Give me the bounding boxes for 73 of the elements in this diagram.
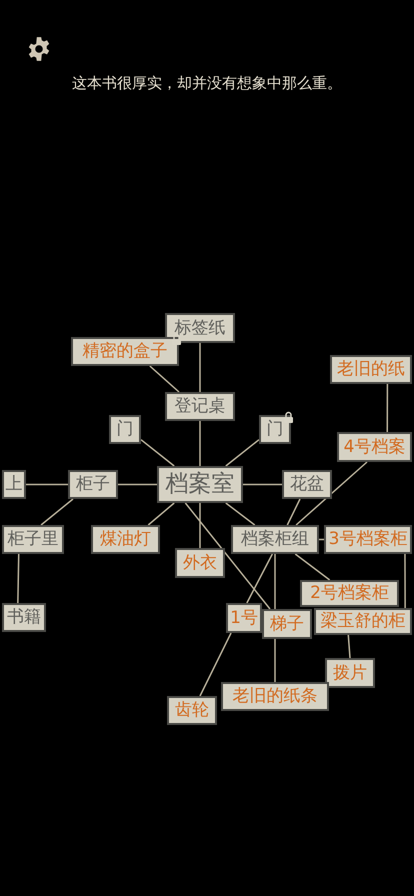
node-label: 标签纸 <box>174 320 226 336</box>
connector-line <box>149 365 180 393</box>
node-label: 1号 <box>230 610 258 626</box>
node-label: 老旧的纸条 <box>232 688 318 705</box>
node-box <box>282 470 332 499</box>
node-label: 登记桌 <box>174 398 226 415</box>
node-box <box>68 470 118 499</box>
node-box <box>300 580 399 607</box>
connector-line <box>118 484 157 486</box>
node-label: 外衣 <box>183 554 217 572</box>
node-label: 2号档案柜 <box>310 585 389 602</box>
node-label: 梁玉舒的柜 <box>320 613 406 630</box>
node-box <box>221 682 329 711</box>
node-box <box>165 392 235 421</box>
connector-line <box>225 502 256 526</box>
node-label: 柜子里 <box>8 531 58 548</box>
node-label: 门 <box>266 421 284 438</box>
node-box <box>337 432 412 462</box>
node-label: 拨片 <box>333 664 367 682</box>
connector-line <box>274 554 276 609</box>
node-box <box>165 313 235 343</box>
connector-line <box>17 554 20 604</box>
connector-line <box>243 484 282 486</box>
node-label: 老旧的纸 <box>337 361 405 378</box>
connector-line <box>348 634 351 658</box>
connector-line <box>199 632 232 696</box>
connector-line <box>199 343 201 392</box>
node-box <box>314 608 412 635</box>
node-box <box>226 603 262 633</box>
node-label: 档案室 <box>166 473 234 496</box>
connector-line <box>199 503 201 548</box>
node-box <box>157 466 243 503</box>
connector-line <box>140 439 175 467</box>
connector-line <box>274 639 276 682</box>
node-label: 花盆 <box>290 476 324 493</box>
node-label: 门 <box>116 421 134 438</box>
connector-line <box>246 554 274 604</box>
node-label: 煤油灯 <box>100 531 151 548</box>
connector-line <box>286 498 301 526</box>
connector-line <box>184 502 271 610</box>
node-label: 柜子 <box>76 476 110 493</box>
node-label: 档案柜组 <box>241 531 309 548</box>
node-box <box>325 658 375 688</box>
node-label: 梯子 <box>270 616 304 632</box>
connector-line <box>40 498 74 526</box>
node-box <box>71 337 179 366</box>
connector-line <box>296 461 368 526</box>
node-label: 齿轮 <box>175 702 209 719</box>
node-box <box>324 525 412 554</box>
node-box <box>109 415 141 444</box>
node-label: 书籍 <box>7 609 41 626</box>
connector-line <box>199 421 201 466</box>
node-box <box>91 525 160 554</box>
node-label: 精密的盒子 <box>82 343 168 360</box>
connector-line <box>225 439 260 467</box>
node-box <box>231 525 319 554</box>
connector-line <box>148 502 175 526</box>
node-box <box>262 609 312 639</box>
node-label: 3号档案柜 <box>328 531 408 548</box>
connector-line <box>294 553 330 581</box>
node-box <box>2 470 26 499</box>
node-box <box>167 696 217 725</box>
connector-line <box>404 554 406 608</box>
node-box <box>330 355 412 384</box>
node-box <box>175 548 225 578</box>
node-box <box>2 525 64 554</box>
node-box <box>2 603 46 632</box>
description-text: 这本书很厚实，却并没有想象中那么重。 <box>71 73 343 94</box>
node-label: 上 <box>6 476 22 493</box>
connector-line <box>26 484 68 486</box>
connector-line <box>386 384 388 432</box>
connector-line <box>319 538 324 540</box>
node-label: 4号档案 <box>344 438 406 456</box>
